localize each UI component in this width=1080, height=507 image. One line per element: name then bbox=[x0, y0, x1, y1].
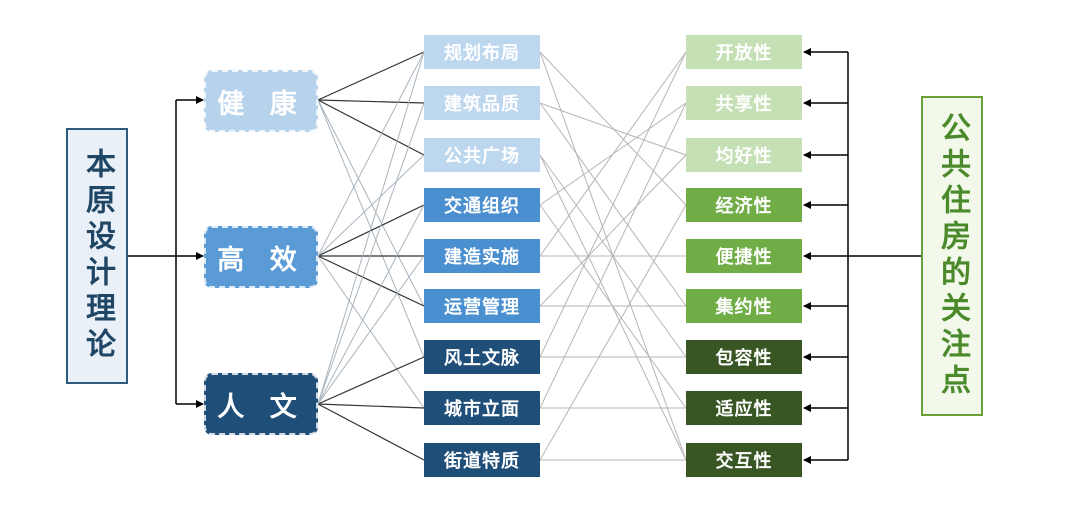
left-title: 本原设计理论 bbox=[66, 128, 128, 384]
subitem-building-quality: 建筑品质 bbox=[424, 86, 540, 120]
property-convenience: 便捷性 bbox=[686, 239, 802, 273]
category-efficiency: 高 效 bbox=[204, 226, 318, 288]
link-subitem-8-property-3 bbox=[539, 204, 687, 461]
property-sharing: 共享性 bbox=[686, 86, 802, 120]
property-inclusiveness: 包容性 bbox=[686, 340, 802, 374]
subitem-operation-management: 运营管理 bbox=[424, 289, 540, 323]
link-category-2-subitem-3 bbox=[317, 204, 425, 405]
subitem-traffic-organization: 交通组织 bbox=[424, 188, 540, 222]
link-category-1-subitem-5 bbox=[317, 255, 425, 307]
link-category-0-subitem-2 bbox=[317, 99, 425, 156]
property-equity: 均好性 bbox=[686, 138, 802, 172]
link-category-1-subitem-7 bbox=[317, 255, 425, 409]
subitem-city-facade: 城市立面 bbox=[424, 391, 540, 425]
property-interactivity: 交互性 bbox=[686, 443, 802, 477]
link-category-1-subitem-0 bbox=[317, 51, 425, 257]
category-health: 健 康 bbox=[204, 70, 318, 132]
link-category-2-subitem-4 bbox=[317, 255, 425, 405]
link-category-1-subitem-2 bbox=[317, 154, 425, 257]
property-economy: 经济性 bbox=[686, 188, 802, 222]
link-category-0-subitem-0 bbox=[317, 51, 425, 101]
link-subitem-7-property-1 bbox=[539, 102, 687, 409]
link-subitem-2-property-8 bbox=[539, 154, 687, 461]
subitem-local-context: 风土文脉 bbox=[424, 340, 540, 374]
link-subitem-4-property-0 bbox=[539, 51, 687, 257]
link-category-1-subitem-3 bbox=[317, 204, 425, 257]
link-subitem-5-property-2 bbox=[539, 154, 687, 307]
subitem-planning-layout: 规划布局 bbox=[424, 35, 540, 69]
link-category-2-subitem-8 bbox=[317, 403, 425, 461]
subitem-construction-implementation: 建造实施 bbox=[424, 239, 540, 273]
link-category-2-subitem-7 bbox=[317, 403, 425, 409]
subitem-street-character: 街道特质 bbox=[424, 443, 540, 477]
left-bracket-line bbox=[128, 100, 177, 404]
property-intensiveness: 集约性 bbox=[686, 289, 802, 323]
link-subitem-6-property-0 bbox=[539, 51, 687, 358]
property-adaptability: 适应性 bbox=[686, 391, 802, 425]
link-category-0-subitem-5 bbox=[317, 99, 425, 307]
link-category-0-subitem-1 bbox=[317, 99, 425, 104]
link-category-2-subitem-0 bbox=[317, 51, 425, 405]
subitem-public-square: 公共广场 bbox=[424, 138, 540, 172]
right-title: 公共住房的关注点 bbox=[921, 96, 983, 416]
property-openness: 开放性 bbox=[686, 35, 802, 69]
link-category-2-subitem-6 bbox=[317, 356, 425, 405]
category-culture: 人 文 bbox=[204, 373, 318, 435]
link-category-2-subitem-1 bbox=[317, 102, 425, 405]
right-bracket-line bbox=[847, 52, 921, 460]
link-subitem-1-property-2 bbox=[539, 102, 687, 156]
